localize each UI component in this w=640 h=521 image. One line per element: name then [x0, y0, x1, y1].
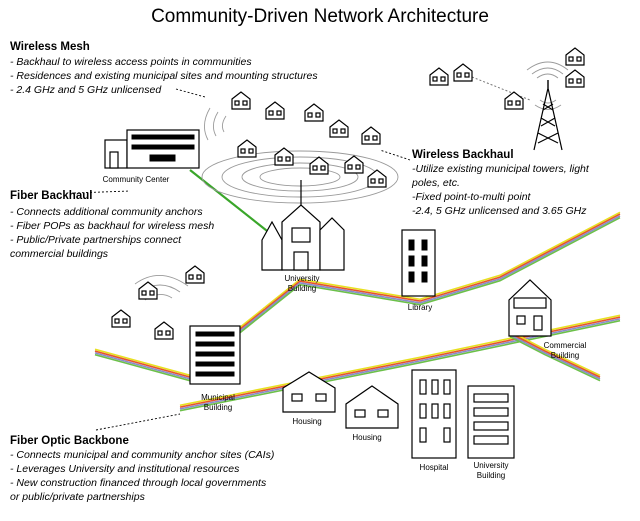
- fiber-backhaul-line: - Public/Private partnerships connect: [10, 234, 182, 246]
- wireless-backhaul-heading: Wireless Backhaul: [412, 149, 514, 161]
- diagram-title: Community-Driven Network Architecture: [151, 6, 489, 27]
- university-1-label-line2: Building: [288, 284, 316, 293]
- fiber-optic-backbone-heading: Fiber Optic Backbone: [10, 435, 129, 447]
- fiber-backhaul-heading: Fiber Backhaul: [10, 190, 92, 202]
- library-label: Library: [408, 303, 432, 312]
- fiber-backhaul-line: - Connects additional community anchors: [10, 206, 203, 218]
- wireless-backhaul-line: poles, etc.: [411, 177, 460, 189]
- mesh-houses: [231, 91, 387, 188]
- fiber-strand: [94, 348, 191, 377]
- university-2-label-line1: University: [473, 461, 508, 470]
- wireless-mesh-line: - Residences and existing municipal site…: [10, 70, 318, 82]
- fiber-backbone-upper: [264, 211, 621, 314]
- fiber-optic-cables: [94, 211, 621, 412]
- community-center-label: Community Center: [103, 175, 170, 184]
- housing-building-2: [345, 385, 399, 429]
- wireless-backhaul-textblock: Wireless Backhaul -Utilize existing muni…: [411, 149, 590, 217]
- fiber-backhaul-textblock: Fiber Backhaul - Connects additional com…: [10, 190, 214, 260]
- fiber-strand: [94, 350, 191, 378]
- fiber-spur-commercial: [509, 330, 601, 382]
- fiber-strand: [94, 353, 191, 382]
- library-building: [401, 229, 436, 297]
- municipal-building: [189, 325, 241, 385]
- hospital-label: Hospital: [420, 463, 449, 472]
- fiber-optic-backbone-line: - Connects municipal and community ancho…: [10, 449, 274, 461]
- housing-2-label: Housing: [352, 433, 381, 442]
- fiber-strand: [179, 314, 621, 407]
- wireless-backhaul-signal: [471, 61, 569, 110]
- housing-1-label: Housing: [292, 417, 321, 426]
- fiber-backbone-lower: [179, 314, 621, 412]
- fiber-strand: [264, 216, 621, 314]
- fiber-backbone-left: [94, 348, 191, 382]
- fiber-optic-backbone-line: - New construction financed through loca…: [10, 477, 267, 489]
- fiber-optic-backbone-line: or public/private partnerships: [10, 491, 146, 503]
- fiber-strand: [509, 335, 601, 382]
- housing-building-1: [282, 371, 336, 413]
- leader-lines: [73, 88, 411, 431]
- fiber-optic-backbone-line: - Leverages University and institutional…: [10, 463, 240, 475]
- fiber-optic-backbone-textblock: Fiber Optic Backbone - Connects municipa…: [10, 435, 274, 503]
- fiber-strand: [264, 215, 621, 312]
- wireless-tower: [533, 80, 563, 151]
- fiber-strand: [509, 334, 601, 380]
- fiber-backhaul-line: commercial buildings: [10, 248, 109, 260]
- university-1-label-line1: University: [284, 274, 319, 283]
- fiber-backhaul-line: [189, 169, 277, 239]
- fiber-strand: [509, 332, 601, 378]
- fiber-strand: [264, 211, 621, 308]
- wireless-mesh-line: - 2.4 GHz and 5 GHz unlicensed: [10, 84, 162, 96]
- community-center-building: [104, 129, 200, 169]
- fiber-strand: [509, 330, 601, 377]
- tower-houses: [429, 47, 585, 110]
- municipal-label-line1: Municipal: [201, 393, 235, 402]
- fiber-strand: [264, 213, 621, 310]
- fiber-strand: [179, 319, 621, 412]
- fiber-backhaul-line: - Fiber POPs as backhaul for wireless me…: [10, 220, 214, 232]
- fiber-strand: [94, 352, 191, 380]
- wireless-backhaul-line: -2.4, 5 GHz unlicensed and 3.65 GHz: [412, 205, 587, 217]
- wireless-backhaul-line: -Fixed point-to-multi point: [412, 191, 532, 203]
- hospital-building: [411, 369, 457, 459]
- municipal-label-line2: Building: [204, 403, 232, 412]
- wireless-mesh-textblock: Wireless Mesh - Backhaul to wireless acc…: [10, 41, 318, 96]
- university-2-label-line2: Building: [477, 471, 505, 480]
- commercial-label-line2: Building: [551, 351, 579, 360]
- commercial-building: [508, 279, 552, 337]
- fiber-strand: [179, 316, 621, 408]
- university-building-1: [261, 180, 345, 271]
- wireless-mesh-line: - Backhaul to wireless access points in …: [10, 56, 252, 68]
- commercial-label-line1: Commercial: [544, 341, 587, 350]
- fiber-strand: [179, 318, 621, 410]
- university-building-2: [467, 385, 515, 459]
- mesh-signal-rings: [201, 107, 399, 204]
- wireless-backhaul-line: -Utilize existing municipal towers, ligh…: [412, 163, 590, 175]
- wireless-mesh-heading: Wireless Mesh: [10, 41, 90, 53]
